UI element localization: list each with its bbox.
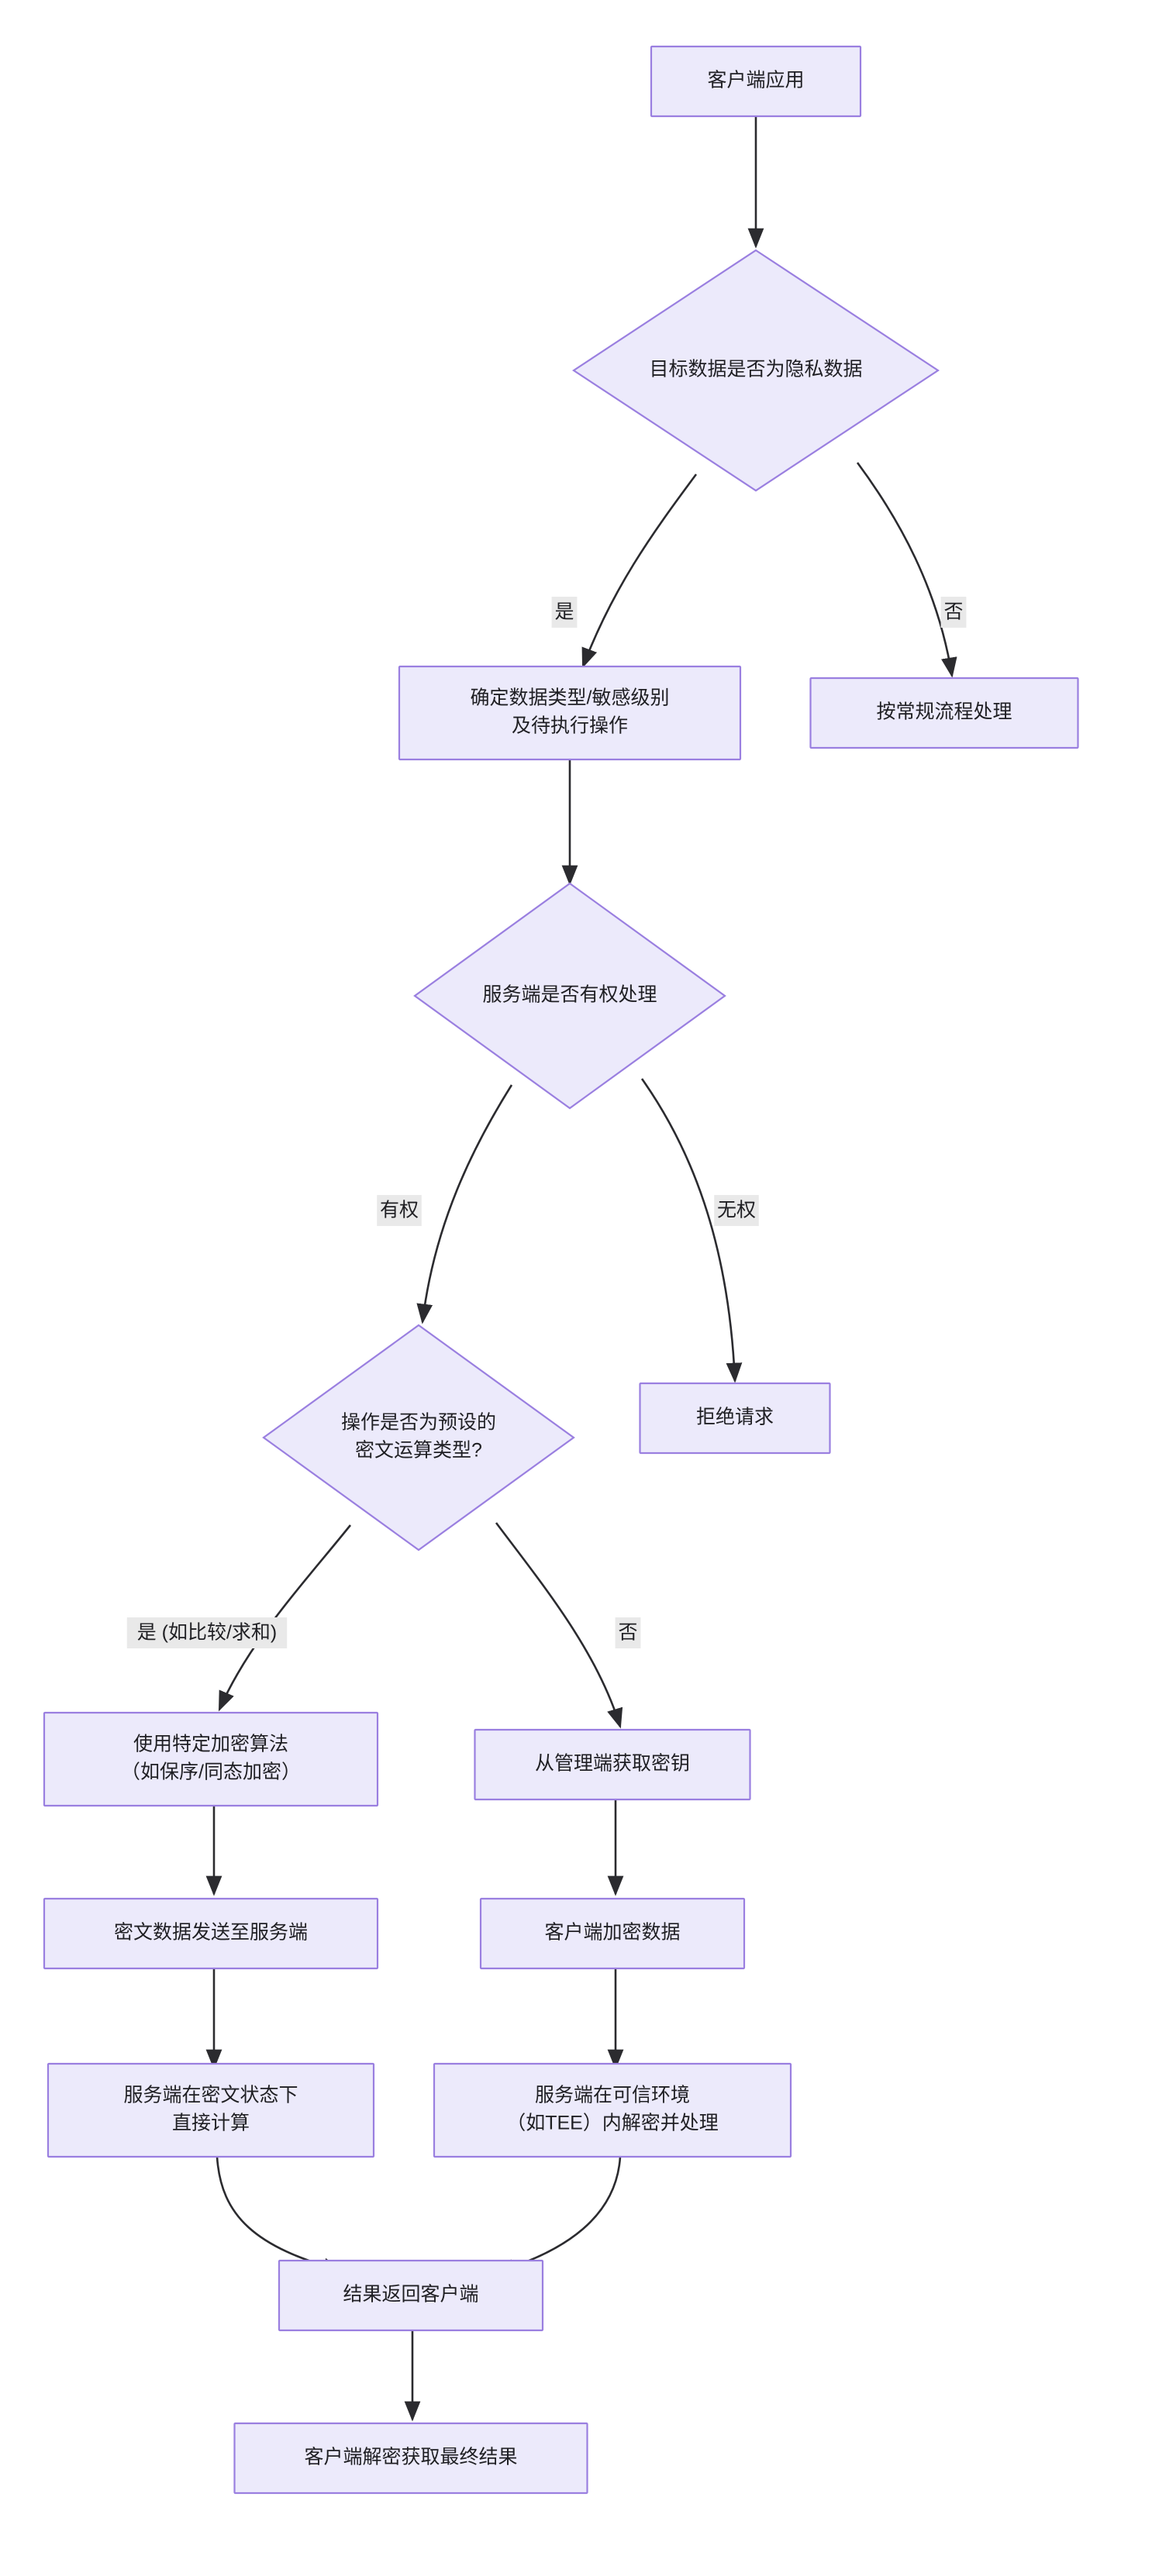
flow-node-client_app[interactable]: 客户端应用 xyxy=(650,45,862,118)
process-shape xyxy=(474,1728,751,1801)
flow-edge xyxy=(416,1084,513,1324)
edge-label-background xyxy=(551,597,578,628)
edge-label-background xyxy=(377,1195,422,1226)
flow-node-send_cipher[interactable]: 密文数据发送至服务端 xyxy=(43,1897,379,1970)
edge-label: 是 xyxy=(551,597,578,628)
edge-label: 否 xyxy=(940,597,967,628)
node-label-line: 使用特定加密算法 xyxy=(133,1734,288,1755)
flow-node-client_encrypt[interactable]: 客户端加密数据 xyxy=(479,1897,746,1970)
node-label-line: 客户端应用 xyxy=(707,70,804,91)
process-shape xyxy=(650,45,862,118)
node-label-line: 目标数据是否为隐私数据 xyxy=(649,359,862,381)
process-shape xyxy=(233,2422,588,2495)
node-label-line: 操作是否为预设的 xyxy=(341,1412,496,1434)
flow-node-server_tee[interactable]: 服务端在可信环境 （如TEE）内解密并处理 xyxy=(433,2062,792,2158)
node-label-line: 结果返回客户端 xyxy=(343,2284,478,2306)
edge-label: 有权 xyxy=(377,1195,422,1226)
flow-edge xyxy=(216,2156,343,2274)
edge-label-background xyxy=(615,1617,641,1648)
process-shape xyxy=(47,2062,375,2158)
flow-edge xyxy=(640,1078,743,1383)
node-label-line: 客户端解密获取最终结果 xyxy=(304,2447,517,2468)
edge-label-background xyxy=(126,1617,288,1648)
edge-label-text: 无权 xyxy=(717,1200,756,1221)
process-shape xyxy=(639,1382,831,1455)
edge-label-text: 是 xyxy=(554,601,574,623)
decision-shape xyxy=(262,1324,575,1551)
edge-label-text: 否 xyxy=(618,1622,637,1644)
edge-label-background xyxy=(940,597,967,628)
node-label-line: 服务端是否有权处理 xyxy=(482,984,657,1006)
node-label-line: 从管理端获取密钥 xyxy=(535,1753,690,1775)
node-label-line: 服务端在密文状态下 xyxy=(123,2085,298,2106)
process-shape xyxy=(43,1897,379,1970)
edge-labels-layer: 是否有权无权是 (如比较/求和)否 xyxy=(126,597,967,1648)
edge-label: 是 (如比较/求和) xyxy=(126,1617,288,1648)
flow-edge xyxy=(581,474,698,669)
decision-shape xyxy=(413,882,726,1110)
process-shape xyxy=(479,1897,746,1970)
node-label-line: （如TEE）内解密并处理 xyxy=(506,2113,719,2134)
node-label-line: 服务端在可信环境 xyxy=(535,2085,690,2106)
edge-label-text: 有权 xyxy=(380,1200,419,1221)
node-label-line: 拒绝请求 xyxy=(696,1407,774,1428)
process-shape xyxy=(398,665,742,761)
edge-label-text: 否 xyxy=(943,601,963,623)
process-shape xyxy=(278,2259,544,2332)
edge-label: 无权 xyxy=(714,1195,759,1226)
flow-edge xyxy=(218,1524,352,1712)
flow-node-reject[interactable]: 拒绝请求 xyxy=(639,1382,831,1455)
flow-node-normal_flow[interactable]: 按常规流程处理 xyxy=(809,677,1079,749)
process-shape xyxy=(809,677,1079,749)
flow-node-client_decrypt[interactable]: 客户端解密获取最终结果 xyxy=(233,2422,588,2495)
node-label-line: （如保序/同态加密） xyxy=(121,1762,301,1783)
node-label-line: 密文数据发送至服务端 xyxy=(114,1922,308,1944)
flow-edge xyxy=(494,2156,622,2275)
edge-label-background xyxy=(714,1195,759,1226)
flow-node-return_result[interactable]: 结果返回客户端 xyxy=(278,2259,544,2332)
node-label-line: 及待执行操作 xyxy=(512,715,628,737)
flow-edge xyxy=(856,462,957,678)
flow-node-has_permission[interactable]: 服务端是否有权处理 xyxy=(413,882,726,1110)
node-label-line: 直接计算 xyxy=(172,2113,250,2134)
edge-label: 否 xyxy=(615,1617,641,1648)
node-label-line: 按常规流程处理 xyxy=(876,701,1012,723)
flow-node-is_private[interactable]: 目标数据是否为隐私数据 xyxy=(572,249,940,492)
node-label-line: 密文运算类型? xyxy=(355,1440,482,1462)
edge-label-text: 是 (如比较/求和) xyxy=(137,1622,278,1644)
node-label-line: 客户端加密数据 xyxy=(544,1922,680,1944)
flow-node-fetch_key[interactable]: 从管理端获取密钥 xyxy=(474,1728,751,1801)
process-shape xyxy=(43,1711,379,1807)
node-label-line: 确定数据类型/敏感级别 xyxy=(471,687,670,709)
decision-shape xyxy=(572,249,940,492)
flow-node-specific_algo[interactable]: 使用特定加密算法 （如保序/同态加密） xyxy=(43,1711,379,1807)
flow-edge xyxy=(495,1522,623,1729)
process-shape xyxy=(433,2062,792,2158)
